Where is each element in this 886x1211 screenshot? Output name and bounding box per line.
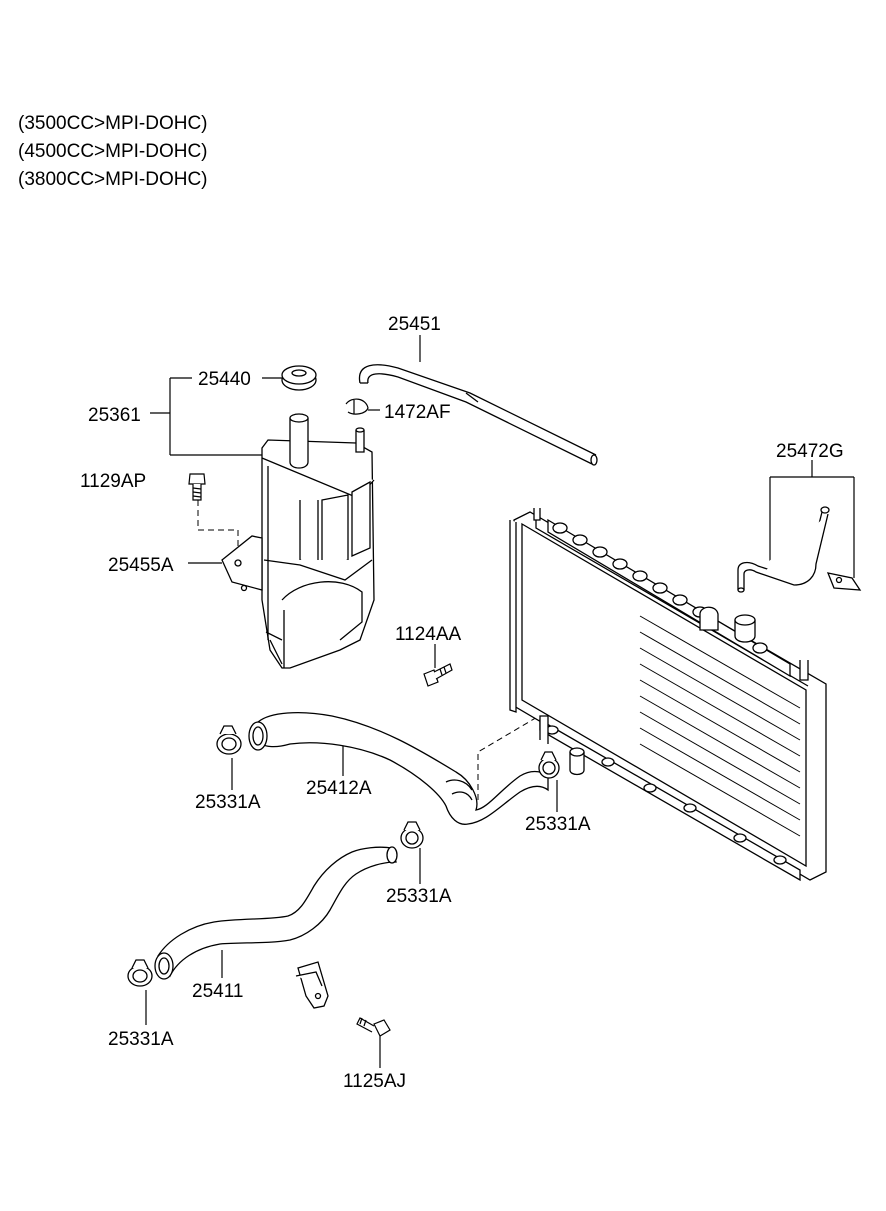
label-25411: 25411 [192,981,243,1002]
radiator-bolt [423,663,453,687]
label-25331A-upper-left: 25331A [195,792,261,813]
radiator-assembly [509,508,827,882]
label-25412A: 25412A [306,778,372,799]
label-25455A: 25455A [108,555,174,576]
hose-clamp-4 [127,959,153,987]
upper-radiator-hose [248,712,549,825]
label-1129AP: 1129AP [80,471,146,492]
coolant-reservoir-tank [261,413,375,669]
hose-support-bracket [295,961,329,1009]
label-25331A-middle: 25331A [386,886,452,907]
hose-clamp-1 [216,725,242,755]
part-labels: 25451 25440 25361 1472AF 1129AP 25455A 2… [80,314,844,1092]
bracket-bolt [356,1017,391,1037]
reservoir-cap [281,365,317,391]
leader-lines [145,335,855,1068]
engine-variant-note-2: (4500CC>MPI-DOHC) [18,141,208,162]
label-25361: 25361 [88,405,141,426]
reservoir-bolt [188,473,206,501]
label-1125AJ: 1125AJ [343,1071,406,1092]
hose-clamp-2 [538,751,560,779]
engine-variant-note-3: (3800CC>MPI-DOHC) [18,169,208,190]
engine-variant-note-1: (3500CC>MPI-DOHC) [18,113,208,134]
label-25451: 25451 [388,314,441,335]
label-25472G: 25472G [776,441,844,462]
overflow-hose [358,364,598,466]
reservoir-bracket [221,535,263,592]
radiator-side-pipe [737,506,862,593]
label-25331A-lower: 25331A [108,1029,174,1050]
label-1124AA: 1124AA [395,624,462,645]
hose-clip [345,398,369,415]
hose-clamp-3 [400,821,424,849]
label-25440: 25440 [198,369,251,390]
label-25331A-upper-right: 25331A [525,814,591,835]
lower-radiator-hose [154,846,398,980]
label-1472AF: 1472AF [384,402,451,423]
